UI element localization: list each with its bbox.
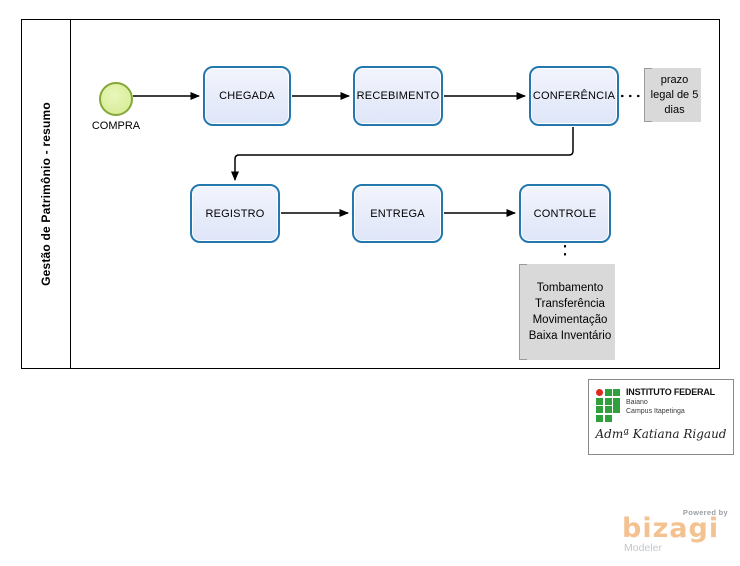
bizagi-logo: bizagi [622, 513, 720, 544]
task-recebimento: RECEBIMENTO [353, 66, 443, 126]
annotation-line: Transferência [535, 298, 605, 310]
institution-campus: Campus Itapetinga [626, 408, 685, 415]
logo-red-dot [596, 389, 603, 396]
task-conferencia: CONFERÊNCIA [529, 66, 619, 126]
modeler-label: Modeler [624, 542, 662, 554]
institution-name: INSTITUTO FEDERAL [626, 387, 715, 397]
task-entrega: ENTREGA [352, 184, 443, 243]
task-label: ENTREGA [370, 207, 425, 220]
instituto-federal-logo [596, 389, 620, 422]
task-registro: REGISTRO [190, 184, 280, 243]
bpmn-pool: Gestão de Patrimônio - resumo [21, 19, 720, 369]
task-label: RECEBIMENTO [356, 90, 440, 102]
author-name: Admª Katiana Rigaud [595, 426, 727, 441]
task-label: REGISTRO [205, 207, 265, 220]
annotation-bracket [644, 68, 652, 122]
start-event-circle [99, 82, 133, 116]
pool-title: Gestão de Patrimônio - resumo [39, 102, 53, 286]
annotation-line: Baixa Inventário [528, 330, 612, 342]
annotation-text: prazo legal de 5 dias [650, 73, 699, 116]
bizagi-watermark: Powered by bizagi Modeler [622, 508, 734, 554]
text-annotation-controle: Tombamento Transferência Movimentação Ba… [519, 264, 615, 360]
annotation-line: Movimentação [532, 314, 608, 326]
start-event-label: COMPRA [91, 120, 141, 132]
task-label: CONTROLE [533, 207, 597, 220]
annotation-bracket [519, 264, 527, 360]
task-label: CHEGADA [219, 90, 275, 102]
institution-branch: Baiano [626, 399, 648, 406]
task-label: CONFERÊNCIA [532, 90, 616, 102]
task-chegada: CHEGADA [203, 66, 291, 126]
powered-by-label: Powered by [682, 508, 728, 517]
task-controle: CONTROLE [519, 184, 611, 243]
text-annotation-prazo: prazo legal de 5 dias [644, 68, 701, 122]
pool-header: Gestão de Patrimônio - resumo [22, 20, 71, 368]
annotation-line: Tombamento [536, 282, 604, 294]
signature-box: INSTITUTO FEDERAL Baiano Campus Itapetin… [588, 379, 734, 455]
